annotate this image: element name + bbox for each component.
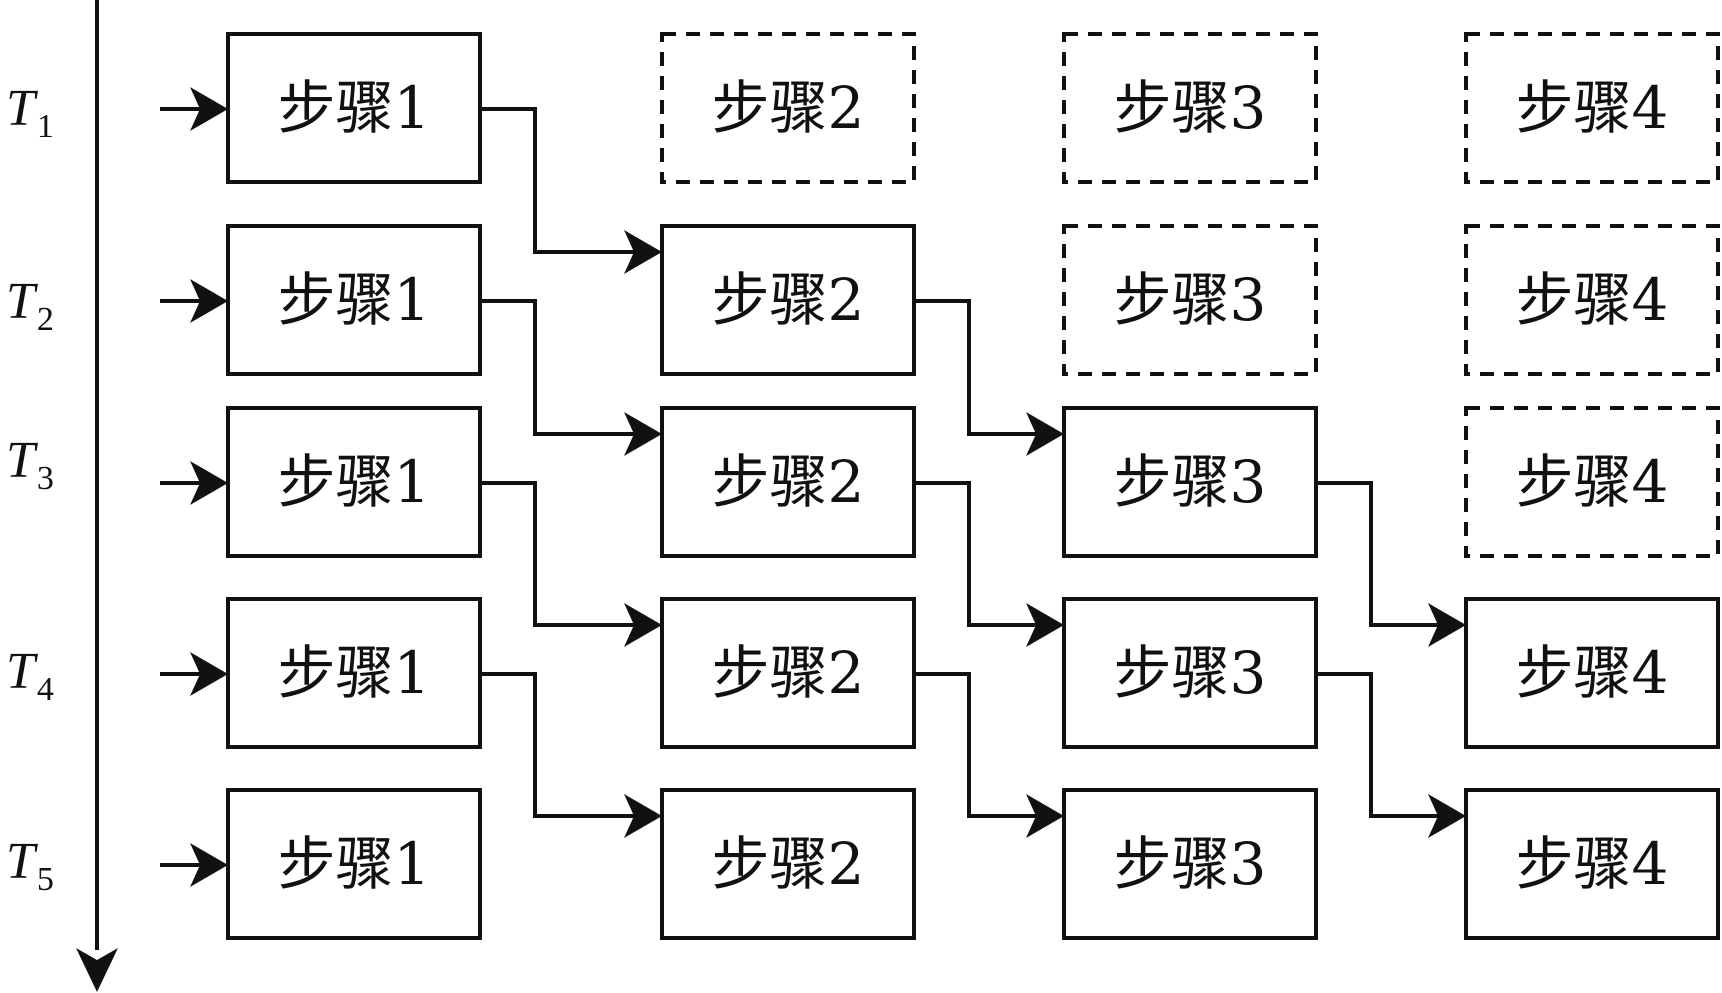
connector-arrow-head xyxy=(1428,794,1466,838)
step-box-r5-c3: 步骤3 xyxy=(1062,788,1318,940)
step-box-r4-c4: 步骤4 xyxy=(1464,597,1720,749)
time-label-2: T2 xyxy=(6,273,54,338)
step-box-r3-c1: 步骤1 xyxy=(226,406,482,558)
pending-step-frame xyxy=(1062,224,1318,376)
step-label: 步骤3 xyxy=(1114,830,1267,898)
connector-r3c3-to-r4c4 xyxy=(1316,481,1438,627)
step-box-r5-c1: 步骤1 xyxy=(226,788,482,940)
connector-arrow-head xyxy=(624,412,662,456)
step-box-r5-c4: 步骤4 xyxy=(1464,788,1720,940)
active-step-frame xyxy=(226,597,482,749)
connector-r2c2-to-r3c3 xyxy=(914,299,1036,436)
active-step-frame xyxy=(226,788,482,940)
step-box-r3-c4: 步骤4 xyxy=(1464,406,1720,558)
step-label: 步骤2 xyxy=(712,639,865,707)
active-step-frame xyxy=(1464,597,1720,749)
active-step-frame xyxy=(1062,597,1318,749)
step-box-r5-c2: 步骤2 xyxy=(660,788,916,940)
step-box-r2-c2: 步骤2 xyxy=(660,224,916,376)
step-label: 步骤3 xyxy=(1114,448,1267,516)
step-label: 步骤1 xyxy=(278,448,431,516)
connector-arrow-head xyxy=(624,794,662,838)
step-label: 步骤4 xyxy=(1516,639,1669,707)
input-arrow-head xyxy=(190,461,228,505)
step-box-r2-c1: 步骤1 xyxy=(226,224,482,376)
connector-r1c1-to-r2c2 xyxy=(480,107,634,254)
pending-step-frame xyxy=(1062,32,1318,184)
pending-step-frame xyxy=(660,32,916,184)
input-arrow-head xyxy=(190,87,228,131)
time-axis-arrowhead xyxy=(76,948,118,992)
active-step-frame xyxy=(660,788,916,940)
step-box-r3-c2: 步骤2 xyxy=(660,406,916,558)
connector-r3c1-to-r4c2 xyxy=(480,481,634,627)
active-step-frame xyxy=(226,224,482,376)
step-box-r1-c1: 步骤1 xyxy=(226,32,482,184)
step-box-r4-c1: 步骤1 xyxy=(226,597,482,749)
step-box-r4-c2: 步骤2 xyxy=(660,597,916,749)
step-label: 步骤4 xyxy=(1516,266,1669,334)
step-box-r4-c3: 步骤3 xyxy=(1062,597,1318,749)
connector-arrow-head xyxy=(1428,603,1466,647)
step-label: 步骤4 xyxy=(1516,830,1669,898)
active-step-frame xyxy=(1062,406,1318,558)
connector-arrow-head xyxy=(1026,603,1064,647)
step-label: 步骤1 xyxy=(278,266,431,334)
input-arrow-head xyxy=(190,843,228,887)
active-step-frame xyxy=(1464,788,1720,940)
step-box-r1-c3: 步骤3 xyxy=(1062,32,1318,184)
time-label-3: T3 xyxy=(6,432,54,497)
connector-r4c2-to-r5c3 xyxy=(914,672,1036,818)
time-label-4: T4 xyxy=(6,643,54,708)
step-label: 步骤1 xyxy=(278,639,431,707)
pending-step-frame xyxy=(1464,224,1720,376)
input-arrow-head xyxy=(190,652,228,696)
step-label: 步骤2 xyxy=(712,830,865,898)
step-label: 步骤3 xyxy=(1114,639,1267,707)
step-label: 步骤4 xyxy=(1516,448,1669,516)
step-label: 步骤2 xyxy=(712,266,865,334)
connector-arrow-head xyxy=(1026,412,1064,456)
pending-step-frame xyxy=(1464,406,1720,558)
connector-r4c3-to-r5c4 xyxy=(1316,672,1438,818)
input-arrow-head xyxy=(190,279,228,323)
step-label: 步骤3 xyxy=(1114,74,1267,142)
connector-arrow-head xyxy=(624,603,662,647)
pending-step-frame xyxy=(1464,32,1720,184)
time-label-5: T5 xyxy=(6,833,54,898)
step-label: 步骤2 xyxy=(712,74,865,142)
step-label: 步骤3 xyxy=(1114,266,1267,334)
step-box-r1-c4: 步骤4 xyxy=(1464,32,1720,184)
step-label: 步骤2 xyxy=(712,448,865,516)
connector-r4c1-to-r5c2 xyxy=(480,672,634,818)
step-box-r1-c2: 步骤2 xyxy=(660,32,916,184)
active-step-frame xyxy=(226,406,482,558)
connector-r3c2-to-r4c3 xyxy=(914,481,1036,627)
connector-arrow-head xyxy=(1026,794,1064,838)
connector-arrow-head xyxy=(624,230,662,274)
step-box-r2-c3: 步骤3 xyxy=(1062,224,1318,376)
step-box-r2-c4: 步骤4 xyxy=(1464,224,1720,376)
active-step-frame xyxy=(660,406,916,558)
active-step-frame xyxy=(660,597,916,749)
active-step-frame xyxy=(1062,788,1318,940)
step-label: 步骤1 xyxy=(278,74,431,142)
time-label-1: T1 xyxy=(6,80,54,145)
active-step-frame xyxy=(226,32,482,184)
step-box-r3-c3: 步骤3 xyxy=(1062,406,1318,558)
connector-r2c1-to-r3c2 xyxy=(480,299,634,436)
step-label: 步骤4 xyxy=(1516,74,1669,142)
active-step-frame xyxy=(660,224,916,376)
step-label: 步骤1 xyxy=(278,830,431,898)
